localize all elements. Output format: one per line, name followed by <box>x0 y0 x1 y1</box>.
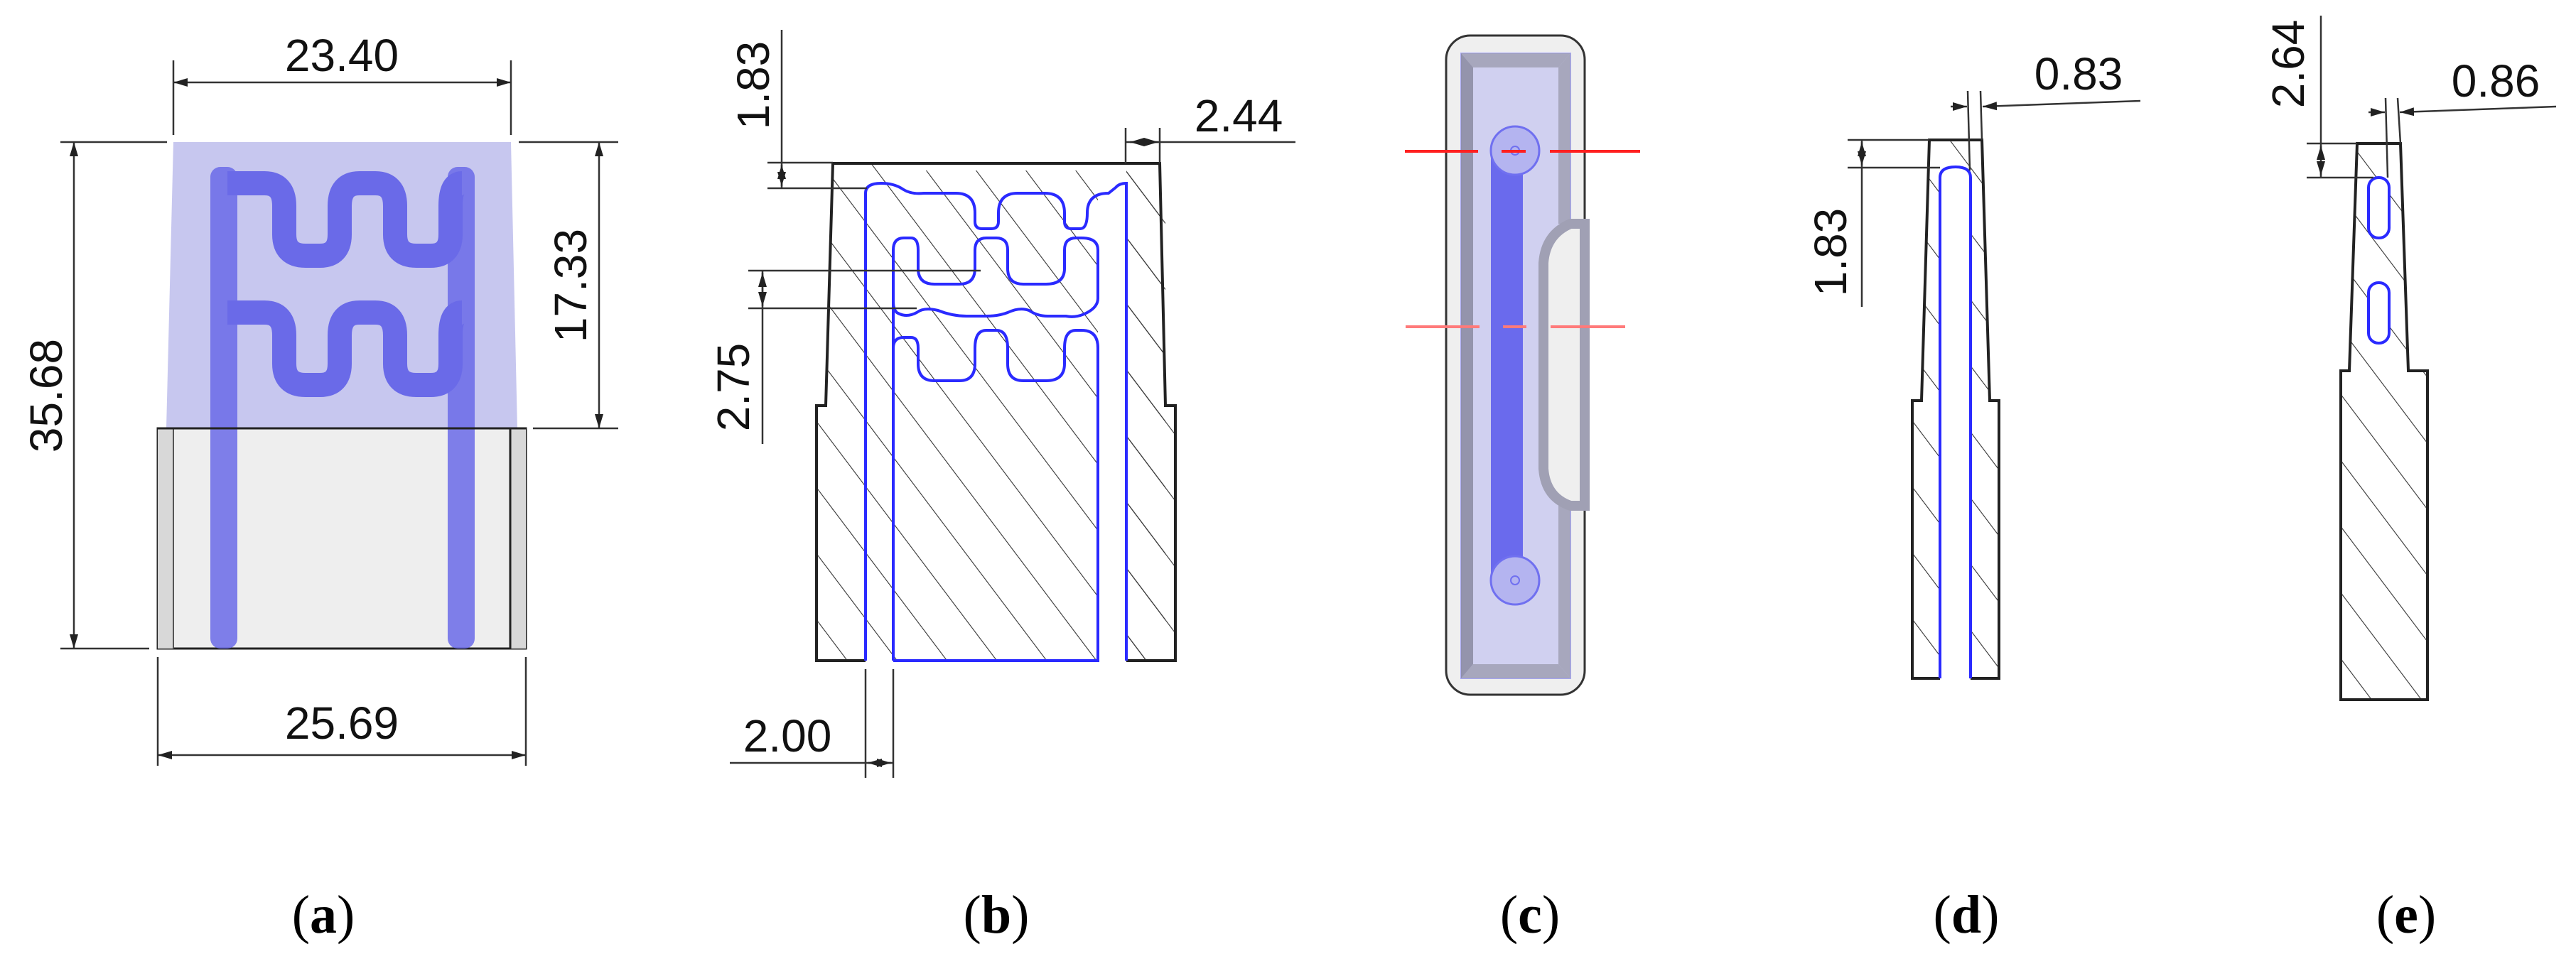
panel-d: 1.83 0.83 <box>1805 48 2141 680</box>
channel-outline-lower-serpentine <box>892 329 1099 662</box>
side-notch <box>1538 219 1590 511</box>
channel-outline-outer <box>864 181 1128 661</box>
section-outline <box>1911 139 2000 680</box>
dim-b-channel-width: 2.00 <box>743 710 832 761</box>
panel-e: 2.64 0.86 <box>2263 16 2557 701</box>
panel-b: 1.83 2.44 2.75 2.00 <box>708 30 1295 778</box>
dim-a-top-width: 23.40 <box>285 30 399 81</box>
section-outline <box>815 162 1177 662</box>
caption-c: (c) <box>1500 885 1560 945</box>
panel-c <box>1405 34 1640 696</box>
channel-slot-lower <box>2367 281 2391 345</box>
serpentine-channel-lower <box>227 300 465 397</box>
captions: (a) (b) (c) (d) (e) <box>292 885 2436 945</box>
dim-e-top-offset: 2.64 <box>2263 20 2314 109</box>
dim-d-top-offset: 1.83 <box>1805 208 1856 297</box>
dim-a-bottom-width: 25.69 <box>285 698 399 749</box>
outlet-port <box>1489 555 1541 606</box>
channel-slot-upper <box>2367 176 2391 239</box>
caption-a: (a) <box>292 885 355 945</box>
caption-d: (d) <box>1934 885 2000 945</box>
upper-translucent-body <box>166 142 517 428</box>
dim-b-wall-thickness: 2.44 <box>1195 90 1283 141</box>
channel-leg-right <box>448 167 475 649</box>
section-outline <box>2339 142 2429 701</box>
panel-a: 23.40 17.33 35.68 25.69 <box>21 30 618 766</box>
channel-outline-upper-serpentine <box>892 237 1099 661</box>
serpentine-channel-upper <box>227 171 465 268</box>
caption-e: (e) <box>2376 885 2436 945</box>
side-face-left <box>158 428 173 649</box>
section-body <box>2341 143 2427 700</box>
channel-tube <box>1491 151 1523 580</box>
dim-a-total-height: 35.68 <box>21 339 72 452</box>
caption-b: (b) <box>964 885 1030 945</box>
dim-a-upper-height: 17.33 <box>545 229 596 342</box>
channel-outline <box>1939 165 1972 678</box>
dim-b-channel-pitch: 2.75 <box>708 343 759 432</box>
channel-leg-left <box>210 167 237 649</box>
dim-b-top-offset: 1.83 <box>728 41 779 130</box>
side-face-right <box>510 428 526 649</box>
section-body <box>1912 140 1999 678</box>
dim-e-top-wall: 0.86 <box>2452 55 2540 107</box>
dim-d-top-wall: 0.83 <box>2035 48 2123 99</box>
